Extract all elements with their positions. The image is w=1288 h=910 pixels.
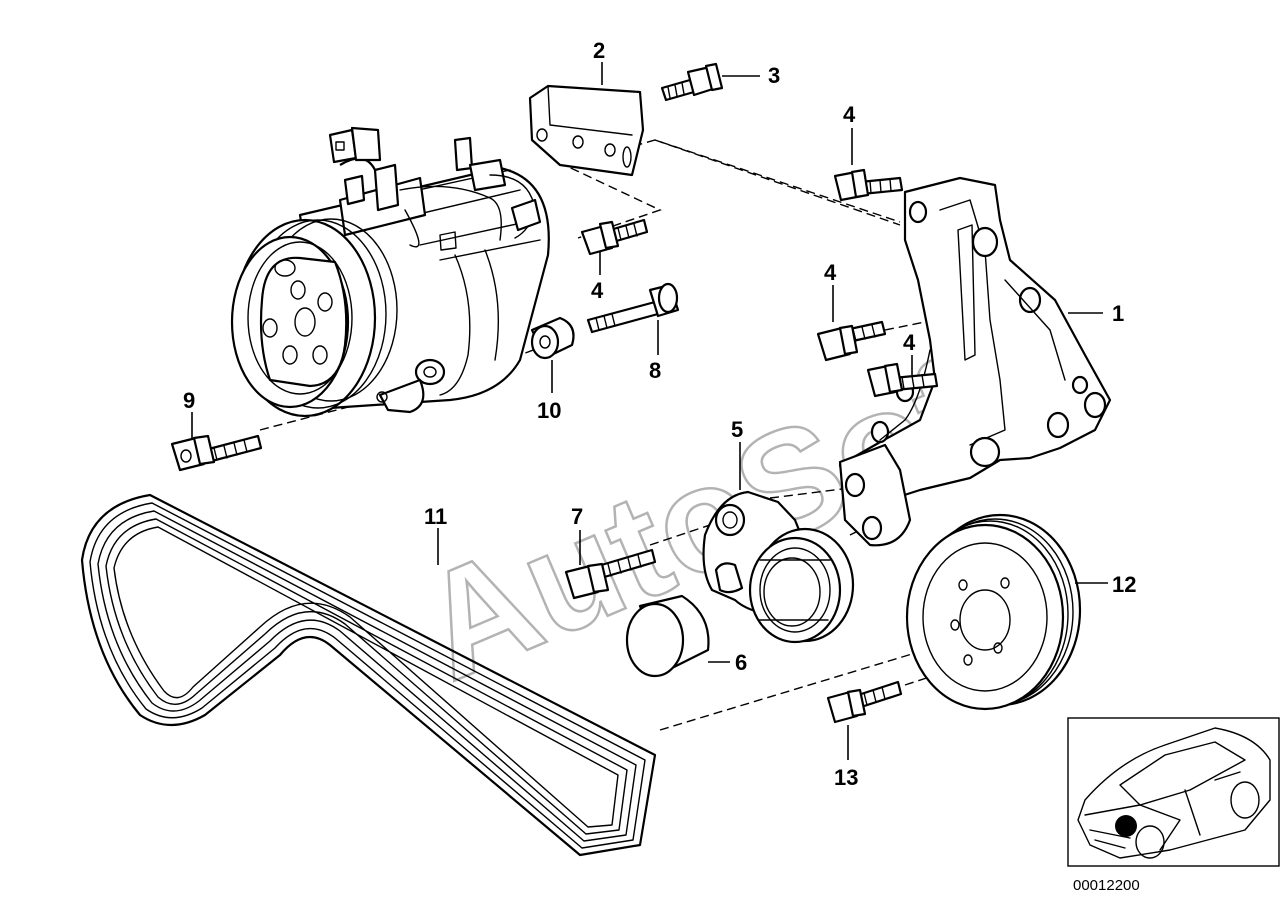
callout-2: 2: [593, 38, 605, 63]
spacer-part-10: [530, 316, 575, 360]
bolt-part-9: [170, 434, 263, 472]
bolt-part-4-a: [580, 218, 649, 256]
callout-7: 7: [571, 504, 583, 529]
callout-9: 9: [183, 388, 195, 413]
bolt-part-4-c: [816, 320, 887, 362]
callout-12: 12: [1112, 572, 1136, 597]
callout-3: 3: [768, 63, 780, 88]
tensioner-part-5: [702, 490, 855, 644]
bolt-part-13: [826, 680, 903, 724]
bracket-part-2: [528, 84, 645, 177]
callout-5: 5: [731, 417, 743, 442]
callout-8: 8: [649, 358, 661, 383]
ac-compressor: [230, 126, 550, 418]
bracket-part-1: [838, 176, 1112, 547]
callout-4-top: 4: [843, 102, 856, 127]
pulley-part-12: [905, 513, 1082, 711]
callout-4-right: 4: [903, 330, 916, 355]
car-location-inset: [1067, 717, 1280, 867]
bolt-part-4-b: [833, 168, 904, 202]
location-marker-icon: [1115, 815, 1137, 837]
callout-1: 1: [1112, 301, 1124, 326]
leader-lines: [191, 62, 1108, 760]
bolt-part-3: [660, 62, 724, 102]
callout-13: 13: [834, 765, 858, 790]
bolt-part-7: [564, 548, 657, 600]
callout-labels: 1 2 3 4 4 4 4 5 6 7 8 9 10 11 12 13: [183, 38, 1136, 790]
bolt-part-8: [586, 282, 680, 334]
callout-10: 10: [537, 398, 561, 423]
cap-part-6: [625, 594, 710, 678]
callout-11: 11: [424, 504, 447, 529]
belt-part-11: [80, 493, 657, 857]
callout-4-middle: 4: [824, 260, 837, 285]
callout-4-left: 4: [591, 278, 604, 303]
diagram-reference-number: 00012200: [1073, 877, 1140, 894]
callout-6: 6: [735, 650, 747, 675]
bolt-part-4-d: [866, 362, 939, 398]
